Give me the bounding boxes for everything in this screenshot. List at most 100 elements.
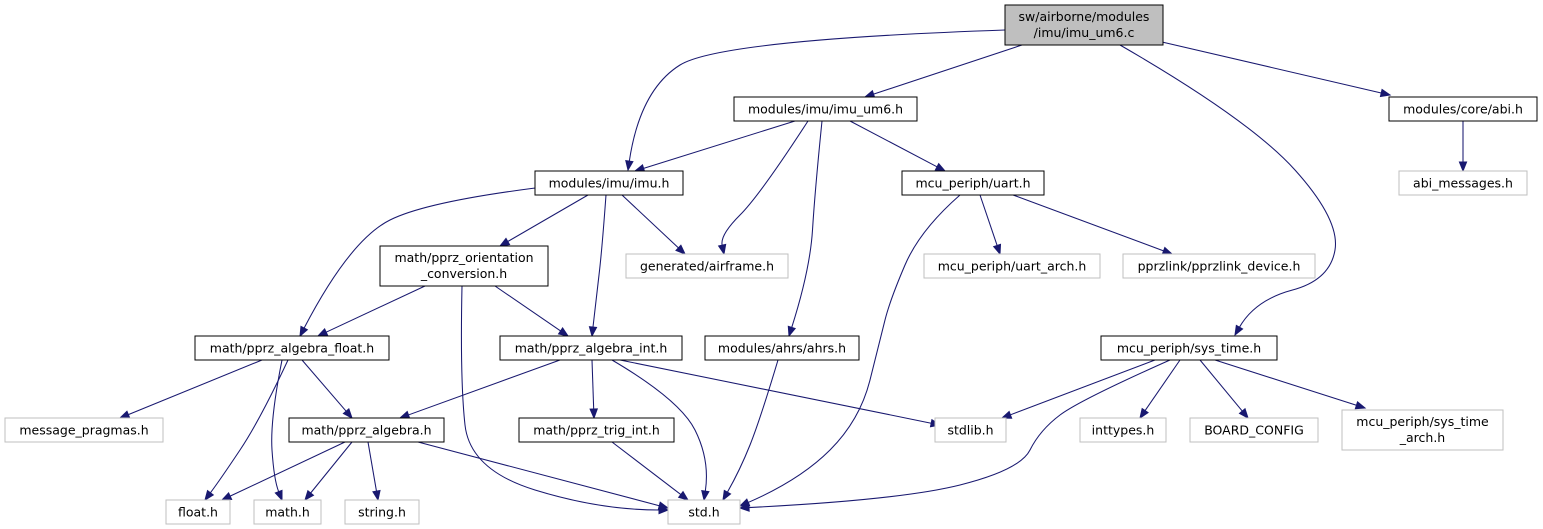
node-label: mcu_periph/uart.h (915, 176, 1030, 191)
node-label: mcu_periph/uart_arch.h (938, 259, 1087, 274)
node-label: BOARD_CONFIG (1204, 423, 1304, 438)
edge-orient_h-to-alg_int_h (494, 285, 570, 337)
edge-imu_h-to-orient_h (498, 194, 589, 247)
edge-alg_h-to-std_h (417, 441, 670, 510)
edge-line (621, 194, 679, 249)
edge-line (460, 285, 660, 511)
node-sys-time-arch-h: mcu_periph/sys_time_arch.h (1341, 409, 1504, 451)
node-math-h: math.h (253, 499, 322, 525)
edge-arrowhead (588, 326, 598, 338)
node-box (1388, 96, 1538, 122)
edge-line (721, 120, 809, 246)
edge-alg_h-to-math_h (304, 441, 353, 502)
node-msg-pragmas-h: message_pragmas.h (4, 417, 164, 443)
node-abi-messages-h: abi_messages.h (1398, 170, 1528, 196)
edge-line (592, 194, 607, 328)
edge-line (507, 194, 589, 242)
edge-imu_um6_h-to-airframe_h (717, 120, 809, 256)
edge-root-to-sys_time_h (1119, 44, 1337, 337)
node-label: modules/core/abi.h (1403, 102, 1523, 117)
edge-sys_time_h-to-sys_time_arch_h (1214, 359, 1367, 410)
node-pprzlink-h: pprzlink/pprzlink_device.h (1122, 253, 1316, 279)
edge-sys_time_h-to-stdlib_h (1000, 359, 1156, 419)
edge-line (310, 441, 353, 494)
node-inttypes-h: inttypes.h (1079, 417, 1167, 443)
edge-arrowhead (498, 237, 511, 247)
edge-arrowhead (316, 328, 329, 337)
edge-arrowhead (934, 162, 947, 172)
node-box (194, 335, 390, 361)
node-alg-float-h[interactable]: math/pprz_algebra_float.h (194, 335, 390, 361)
node-box (1398, 170, 1528, 196)
node-label: generated/airframe.h (640, 259, 774, 274)
edge-imu_um6_h-to-uart_h (849, 120, 947, 172)
edge-line (301, 359, 347, 412)
node-root[interactable]: sw/airborne/modules/imu/imu_um6.c (1004, 4, 1164, 46)
edge-arrowhead (1354, 400, 1367, 410)
node-board-config: BOARD_CONFIG (1189, 417, 1319, 443)
node-label: string.h (358, 505, 406, 520)
node-alg-h[interactable]: math/pprz_algebra.h (288, 417, 445, 443)
edge-alg_float_h-to-alg_h (301, 359, 353, 420)
node-uart-h[interactable]: mcu_periph/uart.h (901, 170, 1045, 196)
node-box (288, 417, 445, 443)
edge-imu_h-to-alg_int_h (588, 194, 607, 338)
edges-layer (118, 29, 1468, 515)
node-label: math/pprz_algebra.h (301, 423, 431, 438)
edge-line (611, 359, 707, 492)
node-box (1122, 253, 1316, 279)
node-imu-h[interactable]: modules/imu/imu.h (534, 170, 684, 196)
node-ahrs-h[interactable]: modules/ahrs/ahrs.h (704, 335, 860, 361)
edge-arrowhead (1161, 246, 1174, 255)
node-box (344, 499, 420, 525)
node-stdlib-h: stdlib.h (934, 417, 1007, 443)
node-label: std.h (688, 505, 719, 520)
node-box (934, 417, 1007, 443)
node-label: /imu/imu_um6.c (1034, 25, 1135, 40)
edge-alg_h-to-float_h (220, 441, 346, 501)
edge-arrowhead (372, 489, 381, 502)
edge-arrowhead (1458, 161, 1468, 173)
node-abi-h[interactable]: modules/core/abi.h (1388, 96, 1538, 122)
edge-root-to-imu_h (625, 29, 1006, 172)
edge-line (849, 120, 938, 168)
edge-line (494, 285, 561, 332)
node-trig-int-h[interactable]: math/pprz_trig_int.h (518, 417, 675, 443)
edge-line (726, 359, 779, 493)
edge-arrowhead (1139, 407, 1149, 420)
edge-arrowhead (625, 159, 634, 172)
node-label: math.h (265, 505, 310, 520)
edge-line (367, 441, 377, 492)
node-alg-int-h[interactable]: math/pprz_algebra_int.h (499, 335, 683, 361)
node-box (4, 417, 164, 443)
edge-arrowhead (299, 325, 309, 338)
edge-line (408, 359, 561, 416)
node-box (534, 170, 684, 196)
edge-root-to-abi_h (1161, 41, 1392, 98)
node-label: float.h (178, 505, 218, 520)
edge-arrowhead (118, 410, 131, 419)
node-label: inttypes.h (1092, 423, 1155, 438)
edge-ahrs_h-to-std_h (722, 359, 779, 502)
node-orient-h[interactable]: math/pprz_orientation_conversion.h (379, 245, 549, 287)
node-box (901, 170, 1045, 196)
node-box (1100, 335, 1278, 361)
node-label: math/pprz_orientation (394, 250, 533, 265)
node-label: math/pprz_algebra_int.h (515, 341, 668, 356)
node-imu-um6-h[interactable]: modules/imu/imu_um6.h (733, 96, 918, 122)
edge-arrowhead (787, 325, 797, 338)
edge-line (229, 441, 346, 497)
node-label: mcu_periph/sys_time (1356, 414, 1489, 429)
node-sys-time-h[interactable]: mcu_periph/sys_time.h (1100, 335, 1278, 361)
edge-arrowhead (1234, 324, 1244, 337)
node-box (923, 253, 1101, 279)
node-label: message_pragmas.h (19, 423, 148, 438)
edge-line (791, 120, 823, 328)
edge-uart_h-to-pprzlink_h (1012, 194, 1174, 255)
node-label: math/pprz_trig_int.h (533, 423, 660, 438)
edge-alg_float_h-to-msg_pragmas_h (118, 359, 263, 419)
edge-arrowhead (398, 410, 411, 419)
edge-line (1010, 359, 1156, 416)
edge-line (611, 441, 682, 495)
edge-alg_h-to-string_h (367, 441, 381, 502)
